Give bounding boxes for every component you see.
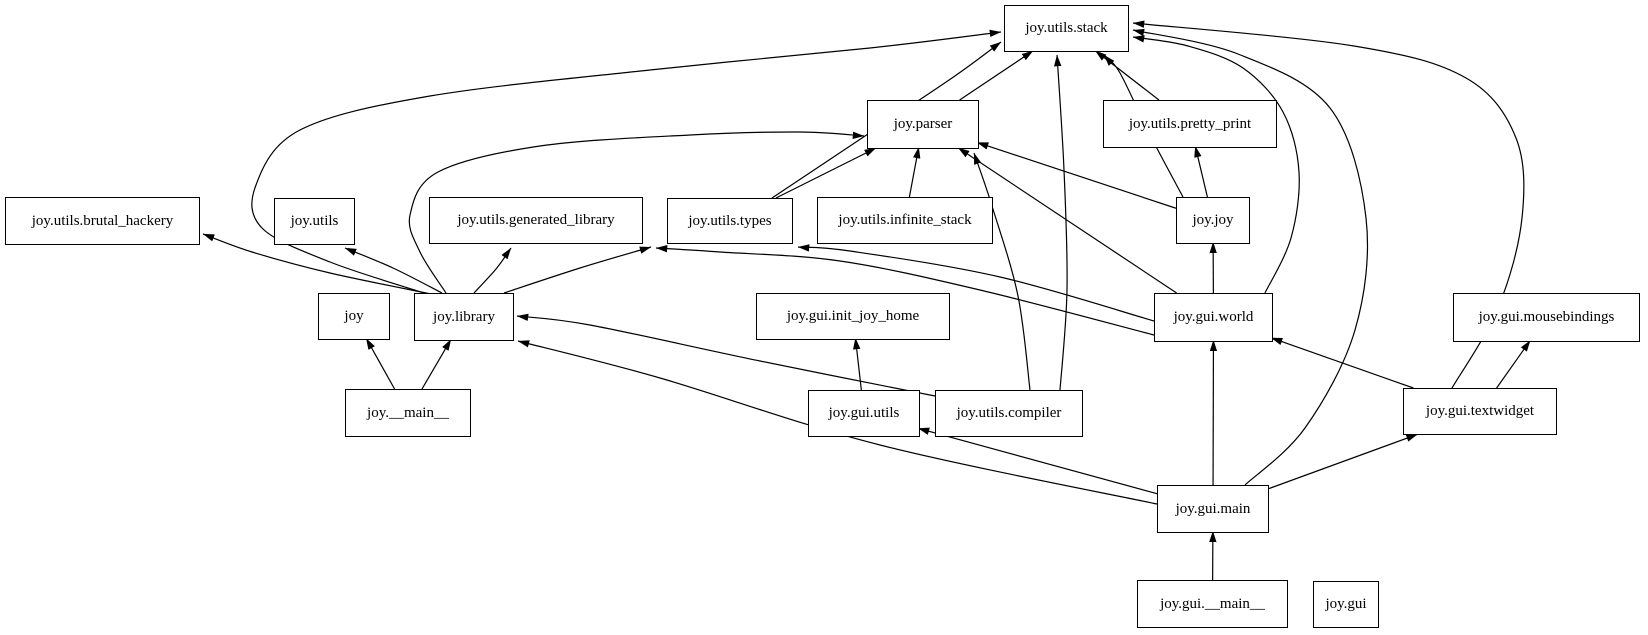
edge-gui_main-gui_utils (917, 427, 1158, 495)
node-gui: joy.gui (1313, 581, 1379, 628)
edge-parser-stack (959, 50, 1034, 101)
node-gui_utils: joy.gui.utils (808, 390, 920, 437)
edge-world-parser (957, 147, 1177, 294)
edge-library-generated_library (473, 247, 512, 294)
edge-gui_utils-init_joy_home (853, 337, 862, 391)
node-infinite_stack: joy.utils.infinite_stack (817, 197, 993, 244)
edge-library-brutal_hackery (202, 233, 437, 296)
edge-compiler-library (516, 313, 936, 397)
node-world: joy.gui.world (1154, 293, 1273, 342)
node-brutal_hackery: joy.utils.brutal_hackery (5, 197, 200, 245)
edge-gui_main-textwidget (1268, 433, 1418, 490)
edge-main_mod-library (421, 338, 452, 390)
edge-library-utils (344, 247, 443, 294)
node-gui_main_mod: joy.gui.__main__ (1137, 580, 1288, 628)
edge-group (202, 20, 1531, 581)
edge-gui_main-library (517, 340, 1158, 505)
node-library: joy.library (414, 293, 514, 341)
node-init_joy_home: joy.gui.init_joy_home (756, 293, 950, 340)
node-main_mod: joy.__main__ (345, 389, 471, 437)
edge-pretty_print-stack (1094, 50, 1160, 101)
edge-textwidget-mousebindings (1496, 340, 1531, 389)
edge-joy_joy-pretty_print (1194, 145, 1208, 198)
node-textwidget: joy.gui.textwidget (1403, 388, 1557, 435)
node-types: joy.utils.types (667, 198, 793, 244)
edge-library-types (503, 246, 652, 294)
edge-world-generated_library (655, 245, 1155, 336)
edge-gui_main-stack (1132, 28, 1369, 486)
node-joy_joy: joy.joy (1176, 197, 1250, 244)
edge-world-types (797, 244, 1155, 322)
edge-joy_joy-parser (976, 141, 1177, 209)
node-utils: joy.utils (274, 198, 355, 245)
node-pretty_print: joy.utils.pretty_print (1103, 100, 1277, 148)
node-generated_library: joy.utils.generated_library (429, 197, 643, 244)
node-parser: joy.parser (867, 100, 979, 149)
node-joy: joy (318, 293, 390, 340)
edge-library-parser (408, 131, 865, 294)
node-stack: joy.utils.stack (1004, 5, 1129, 52)
edge-types-parser (775, 147, 877, 199)
node-compiler: joy.utils.compiler (935, 390, 1083, 437)
edge-world-stack (1132, 35, 1300, 294)
edge-infinite_stack-parser (908, 146, 921, 198)
edge-compiler-stack (1053, 54, 1068, 391)
node-mousebindings: joy.gui.mousebindings (1453, 293, 1640, 342)
node-gui_main: joy.gui.main (1157, 485, 1269, 533)
edge-compiler-parser (973, 152, 1031, 391)
edge-main_mod-joy (365, 337, 396, 390)
edge-library-stack (251, 29, 1002, 294)
